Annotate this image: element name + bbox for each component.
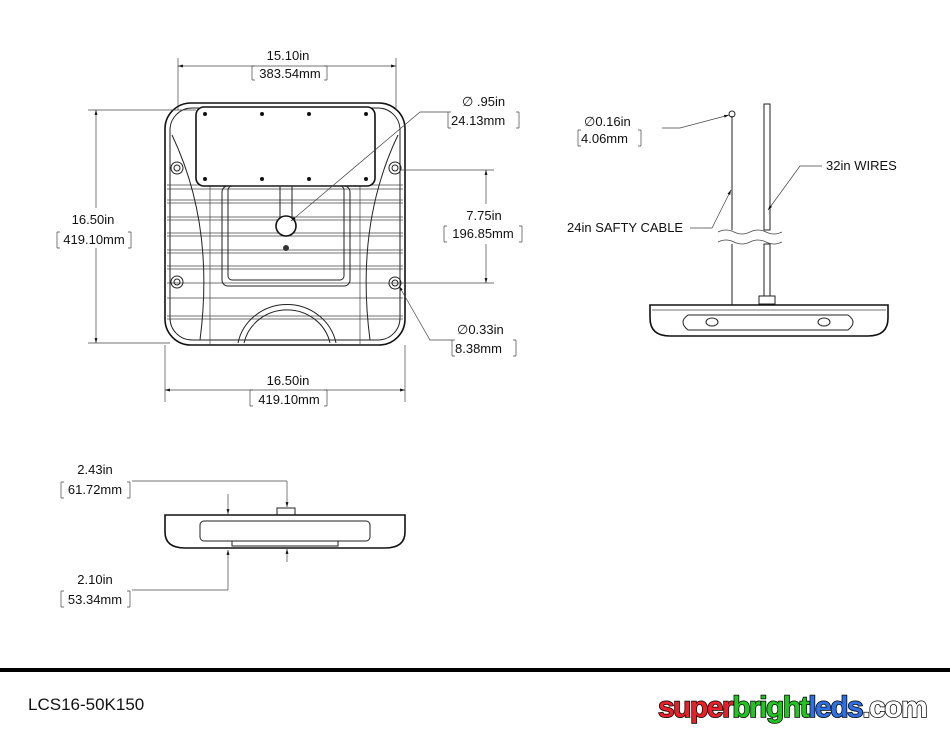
- dim-spacing-mm: 196.85mm: [452, 226, 513, 241]
- dim-width-bottom-mm: 419.10mm: [258, 392, 319, 407]
- dim-height-in: 16.50in: [72, 212, 115, 227]
- drawing-line: [365, 134, 399, 341]
- drawing-line: [203, 177, 207, 181]
- drawing-line: [767, 165, 822, 211]
- callout-cable-dia: ∅0.16in 4.06mm: [577, 114, 730, 147]
- callout-cable-label: 24in SAFTY CABLE: [567, 220, 683, 235]
- drawing-line: [577, 129, 642, 147]
- drawing-line: [364, 112, 368, 116]
- fixture-side-body: [649, 304, 889, 337]
- side-view: ∅0.16in 4.06mm 32in WIRES 24in SAFTY CAB…: [567, 103, 897, 337]
- dim-body-height-in: 2.10in: [77, 572, 112, 587]
- drawing-line: [56, 231, 132, 249]
- dim-width-top-in: 15.10in: [267, 48, 310, 63]
- mount-holes: [170, 161, 402, 290]
- callout-cable: 24in SAFTY CABLE: [567, 189, 732, 235]
- fixture-front-body: [164, 514, 406, 549]
- drawing-line: [260, 112, 264, 116]
- side-arcs: [171, 134, 399, 341]
- drawing-line: [443, 225, 523, 243]
- drawing-line: [391, 279, 399, 287]
- dim-width-bottom: 16.50in 419.10mm: [164, 345, 406, 407]
- bottom-arc-inner: [243, 309, 331, 344]
- sensor-dot: [283, 245, 289, 251]
- part-number: LCS16-50K150: [28, 695, 144, 714]
- dim-width-top: 15.10in 383.54mm: [177, 48, 397, 110]
- callout-center-hole: ∅ .95in 24.13mm: [290, 94, 520, 222]
- break-marks: [717, 229, 783, 245]
- drawing-line: [173, 278, 181, 286]
- dim-total-height: 2.43in 61.72mm: [60, 462, 289, 514]
- drawing-line: [690, 189, 732, 229]
- drawing-line: [763, 243, 771, 297]
- drawing-line: [364, 177, 368, 181]
- drawing-line: [260, 177, 264, 181]
- logo-com: .com: [862, 691, 926, 724]
- drawing-line: [251, 65, 328, 81]
- drawing-line: [60, 481, 131, 499]
- top-view: 15.10in 383.54mm 16.50in 419.10mm ∅ .95i…: [52, 48, 524, 407]
- drawing-line: [705, 317, 719, 327]
- drawing-line: [173, 164, 181, 172]
- front-gland: [276, 507, 296, 516]
- drawing-line: [171, 134, 205, 341]
- dim-width-bottom-in: 16.50in: [267, 373, 310, 388]
- footer-divider: [0, 668, 950, 672]
- dim-body-height: 2.10in 53.34mm: [60, 549, 289, 608]
- front-view: 2.43in 61.72mm 2.10in 53.34mm: [60, 462, 406, 608]
- dim-body-height-mm: 53.34mm: [68, 592, 122, 607]
- dim-spacing-in: 7.75in: [466, 208, 501, 223]
- drawing-line: [307, 177, 311, 181]
- dim-total-height-mm: 61.72mm: [68, 482, 122, 497]
- callout-cable-dia-mm: 4.06mm: [581, 131, 628, 146]
- logo-super: super: [658, 691, 734, 724]
- dim-height: 16.50in 419.10mm: [52, 109, 196, 344]
- callout-center-hole-mm: 24.13mm: [451, 113, 505, 128]
- logo-leds: leds: [808, 691, 863, 724]
- wire-gland: [758, 295, 776, 305]
- drawing-line: [388, 161, 402, 175]
- drawing-line: [290, 111, 448, 222]
- drawing-line: [442, 204, 524, 244]
- drawing-line: [662, 114, 730, 129]
- driver-plate: [195, 106, 376, 187]
- drawing-line: [203, 112, 207, 116]
- drawing-line: [249, 389, 328, 407]
- callout-wires: 32in WIRES: [767, 158, 897, 211]
- cable-loop: [728, 110, 736, 118]
- dim-spacing: 7.75in 196.85mm: [400, 169, 524, 284]
- dim-total-height-in: 2.43in: [77, 462, 112, 477]
- drawing-line: [52, 208, 134, 248]
- power-wires: [763, 103, 771, 231]
- callout-mount-hole-in: ∅0.33in: [457, 322, 504, 337]
- dim-width-top-mm: 383.54mm: [259, 66, 320, 81]
- drawing-line: [170, 161, 184, 175]
- brand-logo: superbrightleds.com: [658, 691, 926, 724]
- drawing-line: [398, 285, 452, 341]
- drawing-line: [60, 590, 131, 608]
- drawing-line: [451, 339, 517, 357]
- callout-center-hole-in: ∅ .95in: [462, 94, 505, 109]
- front-lens-bottom: [231, 540, 339, 547]
- bottom-arc: [237, 304, 337, 344]
- drawing-line: [388, 276, 402, 290]
- drawing-line: [170, 275, 184, 289]
- callout-mount-hole-mm: 8.38mm: [455, 341, 502, 356]
- logo-bright: bright: [732, 691, 809, 724]
- callout-cable-dia-in: ∅0.16in: [584, 114, 631, 129]
- dim-height-mm: 419.10mm: [63, 232, 124, 247]
- drawing-line: [447, 111, 520, 129]
- plate-screws: [203, 112, 368, 181]
- lens: [682, 314, 854, 331]
- drawing-line: [391, 164, 399, 172]
- callout-mount-hole: ∅0.33in 8.38mm: [398, 285, 517, 357]
- callout-wires-label: 32in WIRES: [826, 158, 897, 173]
- drawing-line: [307, 112, 311, 116]
- drawing-line: [817, 317, 831, 327]
